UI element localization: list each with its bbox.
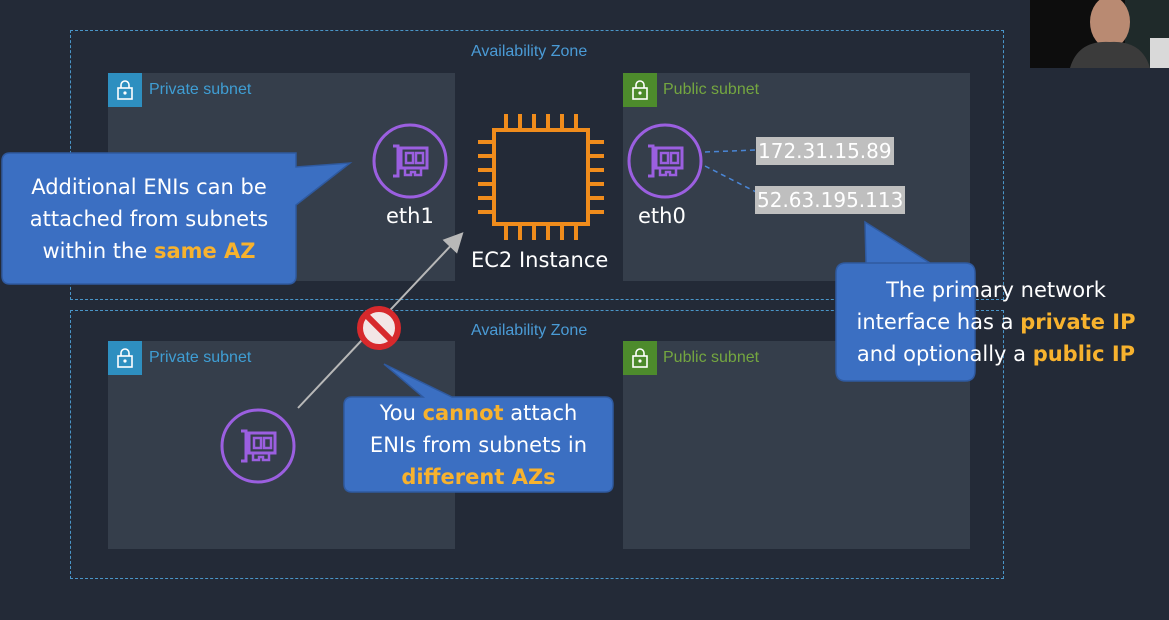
lock-icon <box>108 341 142 375</box>
callout-bottom-line2: ENIs from subnets in <box>369 433 588 457</box>
availability-zone-bottom-label: Availability Zone <box>471 322 588 339</box>
ec2-chip-icon <box>478 114 604 240</box>
public-ip-link <box>704 165 759 194</box>
lock-icon <box>623 73 657 107</box>
top-public-subnet-label: Public subnet <box>663 81 760 98</box>
lock-icon <box>108 73 142 107</box>
callout-left-highlight: same AZ <box>153 239 256 263</box>
network-interface-icon <box>372 123 448 199</box>
callout-right-line3: and optionally a public IP <box>837 338 1155 370</box>
top-private-subnet-label: Private subnet <box>149 81 252 98</box>
callout-left-text: Additional ENIs can be attached from sub… <box>4 171 294 267</box>
availability-zone-bottom <box>70 310 1004 579</box>
callout-right-highlight-private: private IP <box>1020 310 1136 334</box>
presenter-image <box>1030 0 1169 68</box>
prohibited-icon <box>357 306 401 350</box>
callout-bottom-line1-suffix: attach <box>503 401 578 425</box>
bottom-public-subnet-label: Public subnet <box>663 349 760 366</box>
callout-bottom-line3: different AZs <box>344 461 613 493</box>
presenter-video <box>1030 0 1169 68</box>
callout-bottom-highlight-cannot: cannot <box>422 401 504 425</box>
callout-right-highlight-public: public IP <box>1032 342 1136 366</box>
callout-right-text: The primary network interface has a priv… <box>837 274 1155 370</box>
network-interface-icon <box>627 123 703 199</box>
callout-right-line1: The primary network <box>886 278 1106 302</box>
availability-zone-top-label: Availability Zone <box>471 43 588 60</box>
bottom-private-subnet-label: Private subnet <box>149 349 252 366</box>
callout-bottom-shape <box>343 363 614 493</box>
callout-left-line2: attached from subnets <box>29 207 269 231</box>
callout-right-line3-prefix: and optionally a <box>856 342 1033 366</box>
private-ip: 172.31.15.89 <box>756 137 894 165</box>
callout-left-shape <box>1 152 353 285</box>
eth0-label: eth0 <box>638 204 686 228</box>
callout-left-line1: Additional ENIs can be <box>31 175 267 199</box>
callout-right-line2-prefix: interface has a <box>856 310 1021 334</box>
callout-bottom-line1-prefix: You <box>379 401 423 425</box>
callout-right-line2: interface has a private IP <box>837 306 1155 338</box>
eth1-label: eth1 <box>386 204 434 228</box>
network-interface-icon <box>220 408 296 484</box>
public-ip: 52.63.195.113 <box>755 186 906 214</box>
callout-bottom-highlight-azs: different AZs <box>401 465 556 489</box>
callout-left-line3-prefix: within the <box>42 239 154 263</box>
lock-icon <box>623 341 657 375</box>
callout-bottom-text: You cannot attach ENIs from subnets in d… <box>344 397 613 493</box>
ec2-instance-label: EC2 Instance <box>471 248 609 272</box>
callout-left-line3: within the same AZ <box>4 235 294 267</box>
top-public-subnet <box>623 73 970 281</box>
callout-right-shape <box>835 220 976 382</box>
callout-bottom-line1: You cannot attach <box>344 397 613 429</box>
